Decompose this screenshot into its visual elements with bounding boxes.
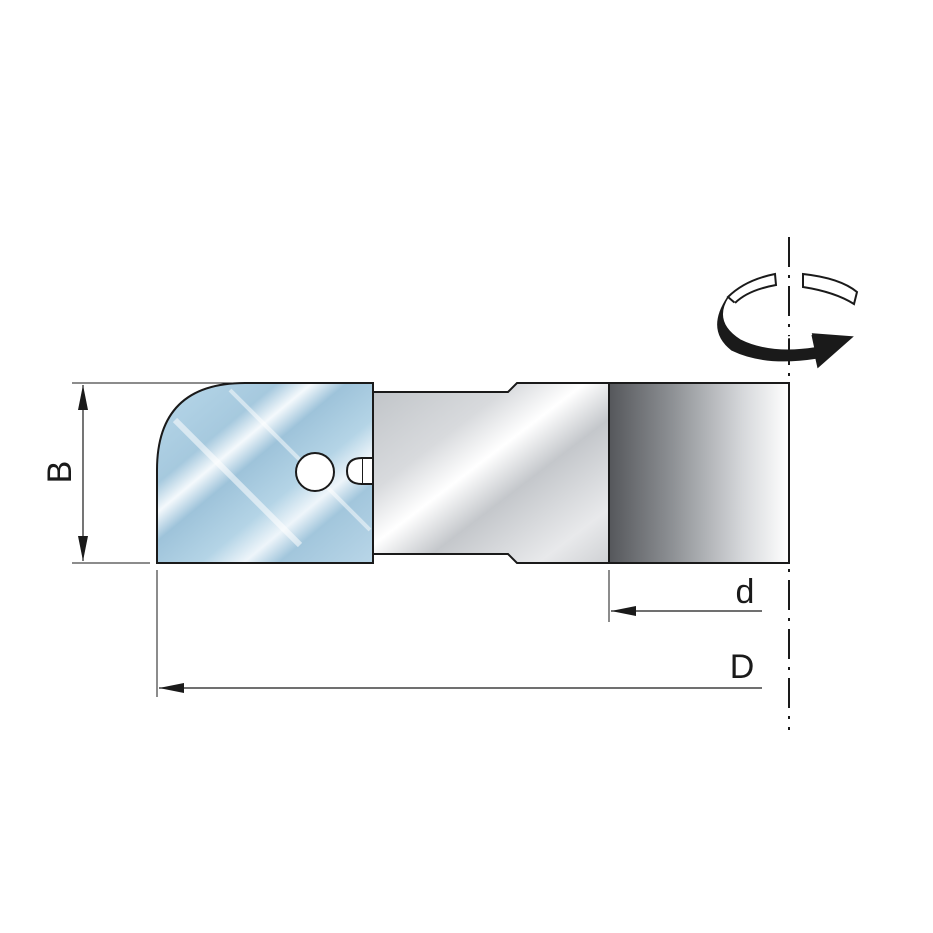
- dim-b-arrow-top: [78, 385, 88, 410]
- dim-big-d-label: D: [730, 648, 755, 686]
- rotation-arrow-icon: [717, 272, 859, 369]
- hub-section: [608, 382, 790, 564]
- cutter-insert: [156, 382, 374, 564]
- insert-glare-1: [172, 417, 303, 548]
- screw-hole: [295, 452, 335, 492]
- dim-b-arrow-bottom: [78, 536, 88, 561]
- dim-d-arrow: [611, 606, 636, 616]
- dim-b-label: B: [41, 461, 79, 484]
- clamp-slot: [345, 457, 363, 485]
- dim-big-d-arrow: [159, 683, 184, 693]
- steel-body: [372, 382, 610, 564]
- dim-d-label: d: [736, 573, 755, 611]
